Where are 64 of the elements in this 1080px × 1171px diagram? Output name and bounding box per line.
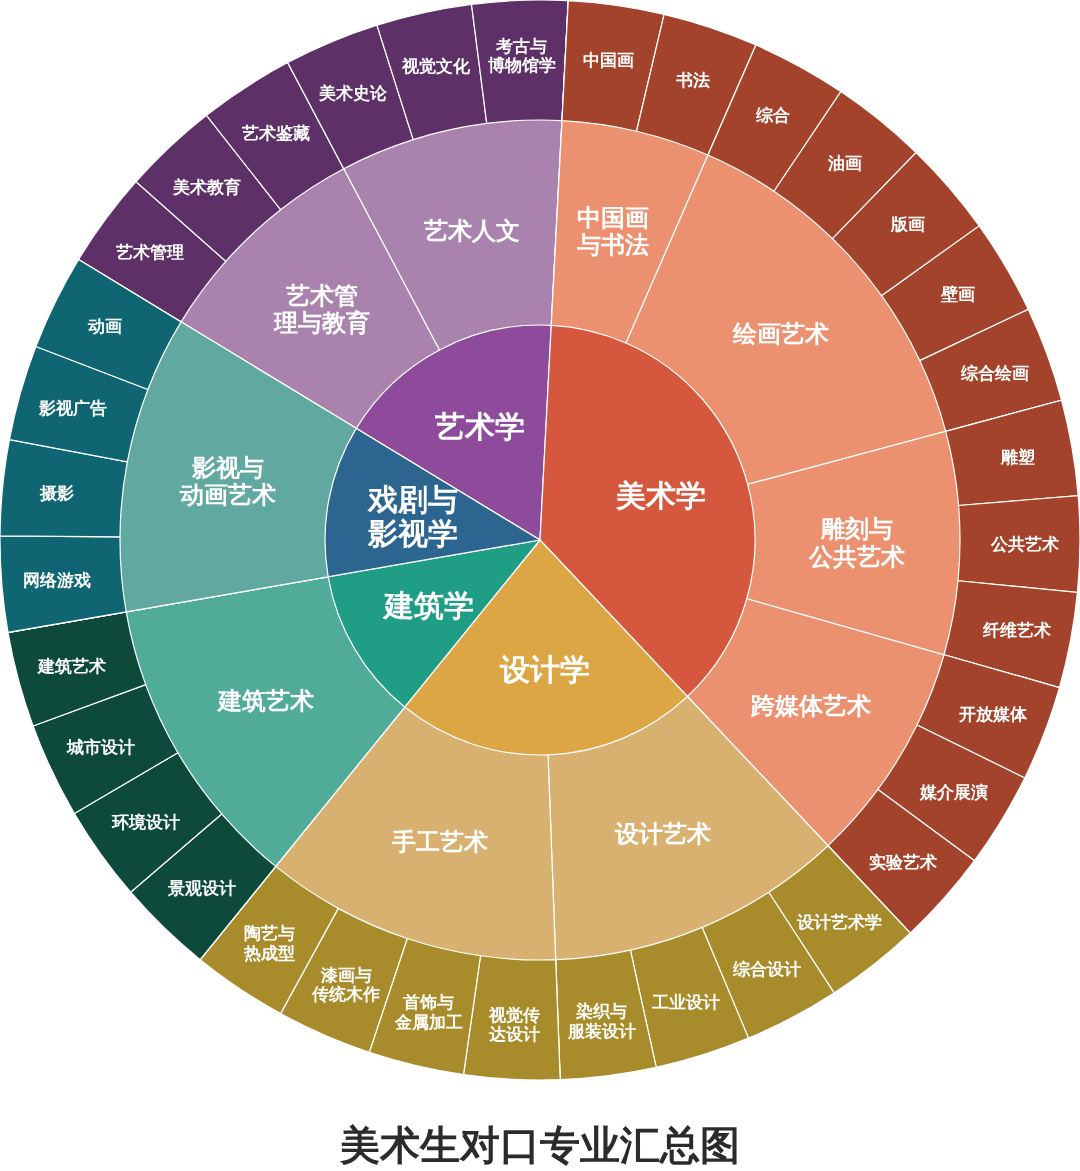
segment-label: 动画	[87, 316, 122, 337]
sunburst-segment	[635, 13, 757, 156]
segment-label: 艺术管理	[115, 242, 184, 263]
segment-label: 雕塑	[1000, 447, 1035, 468]
segment-label: 壁画	[941, 284, 976, 305]
segment-label: 影视广告	[39, 397, 108, 418]
segment-label: 版画	[890, 213, 925, 234]
segment-label: 工业设计	[652, 992, 721, 1013]
segment-label: 设计学	[499, 651, 590, 687]
segment-label: 漆画与传统木作	[312, 964, 381, 1005]
segment-label: 中国画	[583, 50, 635, 70]
sunburst-segment	[0, 439, 128, 538]
sunburst-segment	[916, 654, 1061, 779]
sunburst-segment	[945, 399, 1079, 507]
segment-label: 雕刻与公共艺术	[809, 515, 906, 571]
sunburst-segment	[561, 0, 665, 132]
segment-label: 陶艺与热成型	[244, 923, 296, 963]
segment-label: 艺术学	[434, 408, 525, 444]
segment-label: 跨媒体艺术	[751, 691, 872, 720]
sunburst-segment	[7, 611, 147, 727]
sunburst-segment	[0, 535, 127, 634]
segment-label: 手工艺术	[391, 827, 488, 856]
segment-label: 综合	[756, 104, 790, 125]
segment-label: 纤维艺术	[982, 620, 1051, 641]
segment-label: 开放媒体	[958, 703, 1027, 724]
segment-label: 视觉文化	[401, 56, 470, 77]
segment-label: 美术学	[616, 478, 707, 514]
segment-label: 美术教育	[173, 177, 242, 198]
segment-label: 艺术人文	[423, 216, 520, 245]
segment-label: 设计艺术学	[797, 911, 883, 932]
segment-label: 摄影	[40, 483, 75, 504]
segment-label: 艺术鉴藏	[241, 123, 310, 144]
segment-label: 网络游戏	[22, 570, 91, 590]
sunburst-segment	[470, 0, 569, 124]
segment-label: 公共艺术	[991, 533, 1059, 554]
segment-label: 媒介展演	[920, 782, 989, 802]
segment-label: 建筑艺术	[37, 655, 106, 676]
segment-label: 中国画与书法	[576, 203, 649, 260]
segment-label: 景观设计	[168, 878, 237, 899]
segment-label: 实验艺术	[868, 851, 937, 872]
segment-label: 考古与博物馆学	[487, 35, 556, 76]
segment-label: 戏剧与影视学	[368, 481, 459, 552]
segment-label: 综合设计	[732, 958, 801, 979]
segment-label: 城市设计	[67, 737, 136, 758]
segment-label: 油画	[828, 153, 863, 174]
sunburst-segment	[8, 345, 149, 463]
segment-label: 综合绘画	[961, 363, 1030, 384]
segment-label: 绘画艺术	[732, 319, 829, 348]
segment-label: 设计艺术	[614, 819, 711, 848]
segment-label: 影视与动画艺术	[180, 453, 277, 510]
segment-label: 书法	[676, 70, 711, 90]
sunburst-segment	[32, 684, 179, 815]
chart-title: 美术生对口专业汇总图	[339, 1121, 741, 1170]
segment-label: 美术史论	[318, 82, 387, 103]
sunburst-segment	[957, 495, 1080, 594]
segment-label: 首饰与金属加工	[394, 992, 463, 1032]
segment-label: 建筑学	[383, 588, 474, 624]
segment-label: 视觉传达设计	[489, 1004, 541, 1045]
sunburst-segment	[943, 580, 1079, 689]
segment-label: 染织与服装设计	[567, 1001, 636, 1041]
segment-label: 艺术管理与教育	[274, 281, 371, 338]
segment-label: 建筑艺术	[218, 687, 315, 716]
segment-label: 环境设计	[111, 812, 180, 833]
sunburst-segment	[919, 308, 1063, 432]
